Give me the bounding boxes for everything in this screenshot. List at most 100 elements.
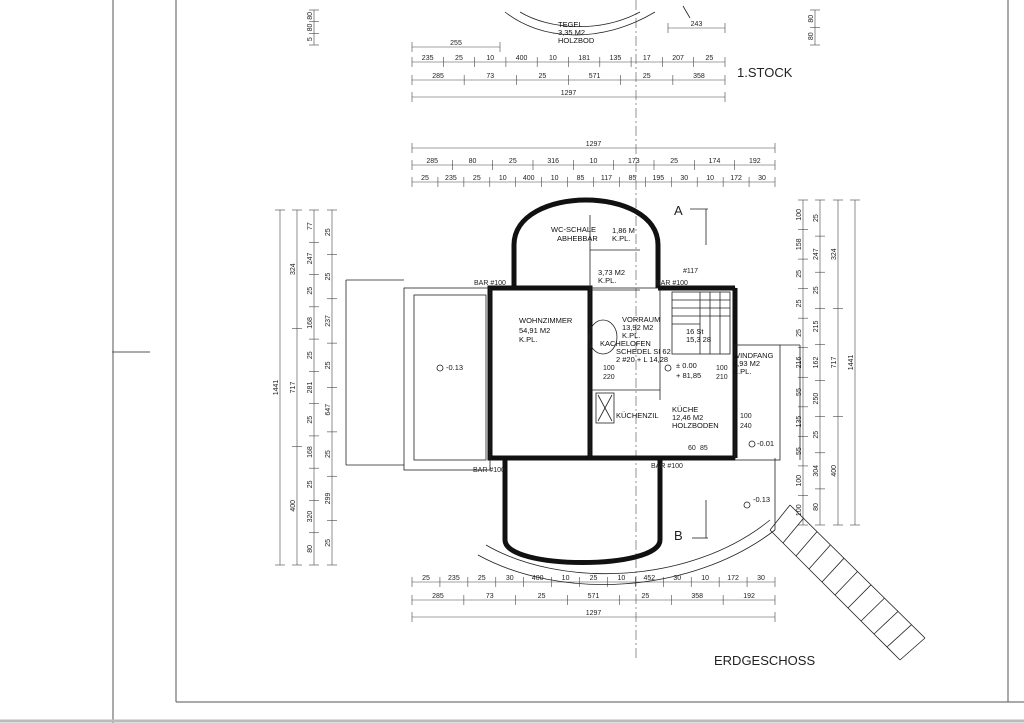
- dim-value: 80: [808, 32, 815, 40]
- dim-value: 10: [701, 575, 709, 582]
- dim-value: 10: [551, 175, 559, 182]
- dim-value: 452: [644, 575, 656, 582]
- terrace-south-arc: [477, 529, 776, 585]
- dim-value: 192: [749, 158, 761, 165]
- section-mark-a: A: [674, 203, 683, 218]
- svg-text:KÜCHE: KÜCHE: [672, 405, 698, 414]
- dim-value: 172: [727, 575, 739, 582]
- dim-value: 1297: [586, 610, 602, 617]
- svg-text:WC-SCHALE: WC-SCHALE: [551, 225, 596, 234]
- dim-col-top_upper_frag: 80 80 5: [307, 9, 319, 46]
- dim-value: 135: [610, 55, 622, 62]
- dim-value: 250: [813, 393, 820, 405]
- dim-value: 80: [469, 158, 477, 165]
- dim-value: 237: [325, 315, 332, 327]
- dim-value: 25: [796, 299, 803, 307]
- dim-value: 25: [455, 55, 463, 62]
- dim-value: 25: [641, 593, 649, 600]
- room-labels: WC-SCHALE ABHEBBAR WOHNZIMMER 54,91 M2 K…: [519, 20, 774, 430]
- room-hall-area: 13,92 M2: [622, 323, 653, 332]
- dim-col-top_upper_frag_r: 80 80: [808, 9, 820, 46]
- svg-text:54,91 M2: 54,91 M2: [519, 326, 550, 335]
- svg-text:SCHEDEL SI 62: SCHEDEL SI 62: [616, 347, 671, 356]
- dim-value: 235: [422, 55, 434, 62]
- dim-value: 1441: [273, 380, 280, 396]
- svg-text:WOHNZIMMER: WOHNZIMMER: [519, 316, 573, 325]
- dim-row-bottom_r3: 1297: [411, 610, 776, 622]
- dim-value: 30: [680, 175, 688, 182]
- wall-windfang: [734, 344, 781, 461]
- dim-value: 324: [290, 263, 297, 275]
- svg-text:16 St: 16 St: [686, 327, 704, 336]
- level-terrace-west: -0.13: [446, 363, 463, 372]
- level-windfang-out: -0.01: [757, 439, 774, 448]
- wall-center-block: [589, 287, 736, 459]
- dim-value: 320: [307, 511, 314, 523]
- small-labels: BAR #100 BAR #100 BAR #100 BAR #100 #117…: [473, 268, 752, 474]
- dim-value: 25: [813, 286, 820, 294]
- room-kitchen-floor: HOLZBODEN: [672, 421, 719, 430]
- level-entry-sub: + 81,85: [676, 371, 701, 380]
- entry-dim-2: 220: [603, 374, 615, 381]
- ab-room-area: 3,73 M2: [598, 268, 625, 277]
- bar-se: BAR #100: [651, 463, 683, 470]
- svg-text:TEGEL: TEGEL: [558, 20, 583, 29]
- dim-value: 80: [808, 15, 815, 23]
- dim-value: 25: [705, 55, 713, 62]
- dim-value: 73: [486, 73, 494, 80]
- svg-text:KÜCHENZIL: KÜCHENZIL: [616, 411, 659, 420]
- room-kitchen-area: 12,46 M2: [672, 413, 703, 422]
- svg-text:K.PL.: K.PL.: [612, 234, 630, 243]
- wc-small-floor: K.PL.: [612, 234, 630, 243]
- dim-value: 571: [589, 73, 601, 80]
- dim-value: 1297: [561, 90, 577, 97]
- dim-value: 235: [445, 175, 457, 182]
- dim-value: 30: [506, 575, 514, 582]
- wall-south-bay: [502, 458, 663, 565]
- dim-value: 192: [743, 593, 755, 600]
- dim-value: 80: [307, 12, 314, 20]
- dim-value: 5: [307, 37, 314, 41]
- dim-value: 255: [450, 40, 462, 47]
- title-upper-floor: 1.STOCK: [737, 65, 793, 80]
- dim-value: 55: [796, 388, 803, 396]
- room-hall-floor: K.PL.: [622, 331, 640, 340]
- dim-row-top_upper_r4: 1297: [411, 90, 726, 102]
- dim-col-left_outer: 1441: [273, 209, 285, 566]
- dim-value: 80: [813, 503, 820, 511]
- upper-floor-fragment: [504, 5, 691, 36]
- room-hall-name: VORRAUM: [622, 315, 660, 324]
- dim-value: 174: [709, 158, 721, 165]
- dim-value: 25: [473, 175, 481, 182]
- dim-value: 25: [643, 73, 651, 80]
- dim-value: 100: [796, 209, 803, 221]
- dim-value: 100: [796, 475, 803, 487]
- svg-text:HOLZBODEN: HOLZBODEN: [672, 421, 719, 430]
- dim-value: 358: [691, 593, 703, 600]
- dim-value: 400: [831, 465, 838, 477]
- stair-steps-label: 16 St: [686, 327, 704, 336]
- section-markers: A B: [674, 203, 708, 543]
- stair-code: #117: [683, 268, 698, 275]
- dim-value: 25: [796, 329, 803, 337]
- dim-value: 400: [523, 175, 535, 182]
- svg-text:13,92 M2: 13,92 M2: [622, 323, 653, 332]
- dim-value: 285: [432, 73, 444, 80]
- room-windfang-name: WINDFANG: [733, 351, 774, 360]
- dim-value: 172: [730, 175, 742, 182]
- level-entry: ± 0.00: [676, 361, 697, 370]
- staircase: [671, 291, 731, 355]
- dim-value: 195: [652, 175, 664, 182]
- room-windfang-area: 3,93 M2: [733, 359, 760, 368]
- dim-value: 80: [307, 24, 314, 32]
- dim-value: 10: [618, 575, 626, 582]
- building-walls: [487, 197, 781, 565]
- stove-name: KACHELOFEN: [600, 339, 651, 348]
- svg-text:K.PL.: K.PL.: [733, 367, 751, 376]
- dim-value: 299: [325, 492, 332, 504]
- dim-value: 135: [796, 416, 803, 428]
